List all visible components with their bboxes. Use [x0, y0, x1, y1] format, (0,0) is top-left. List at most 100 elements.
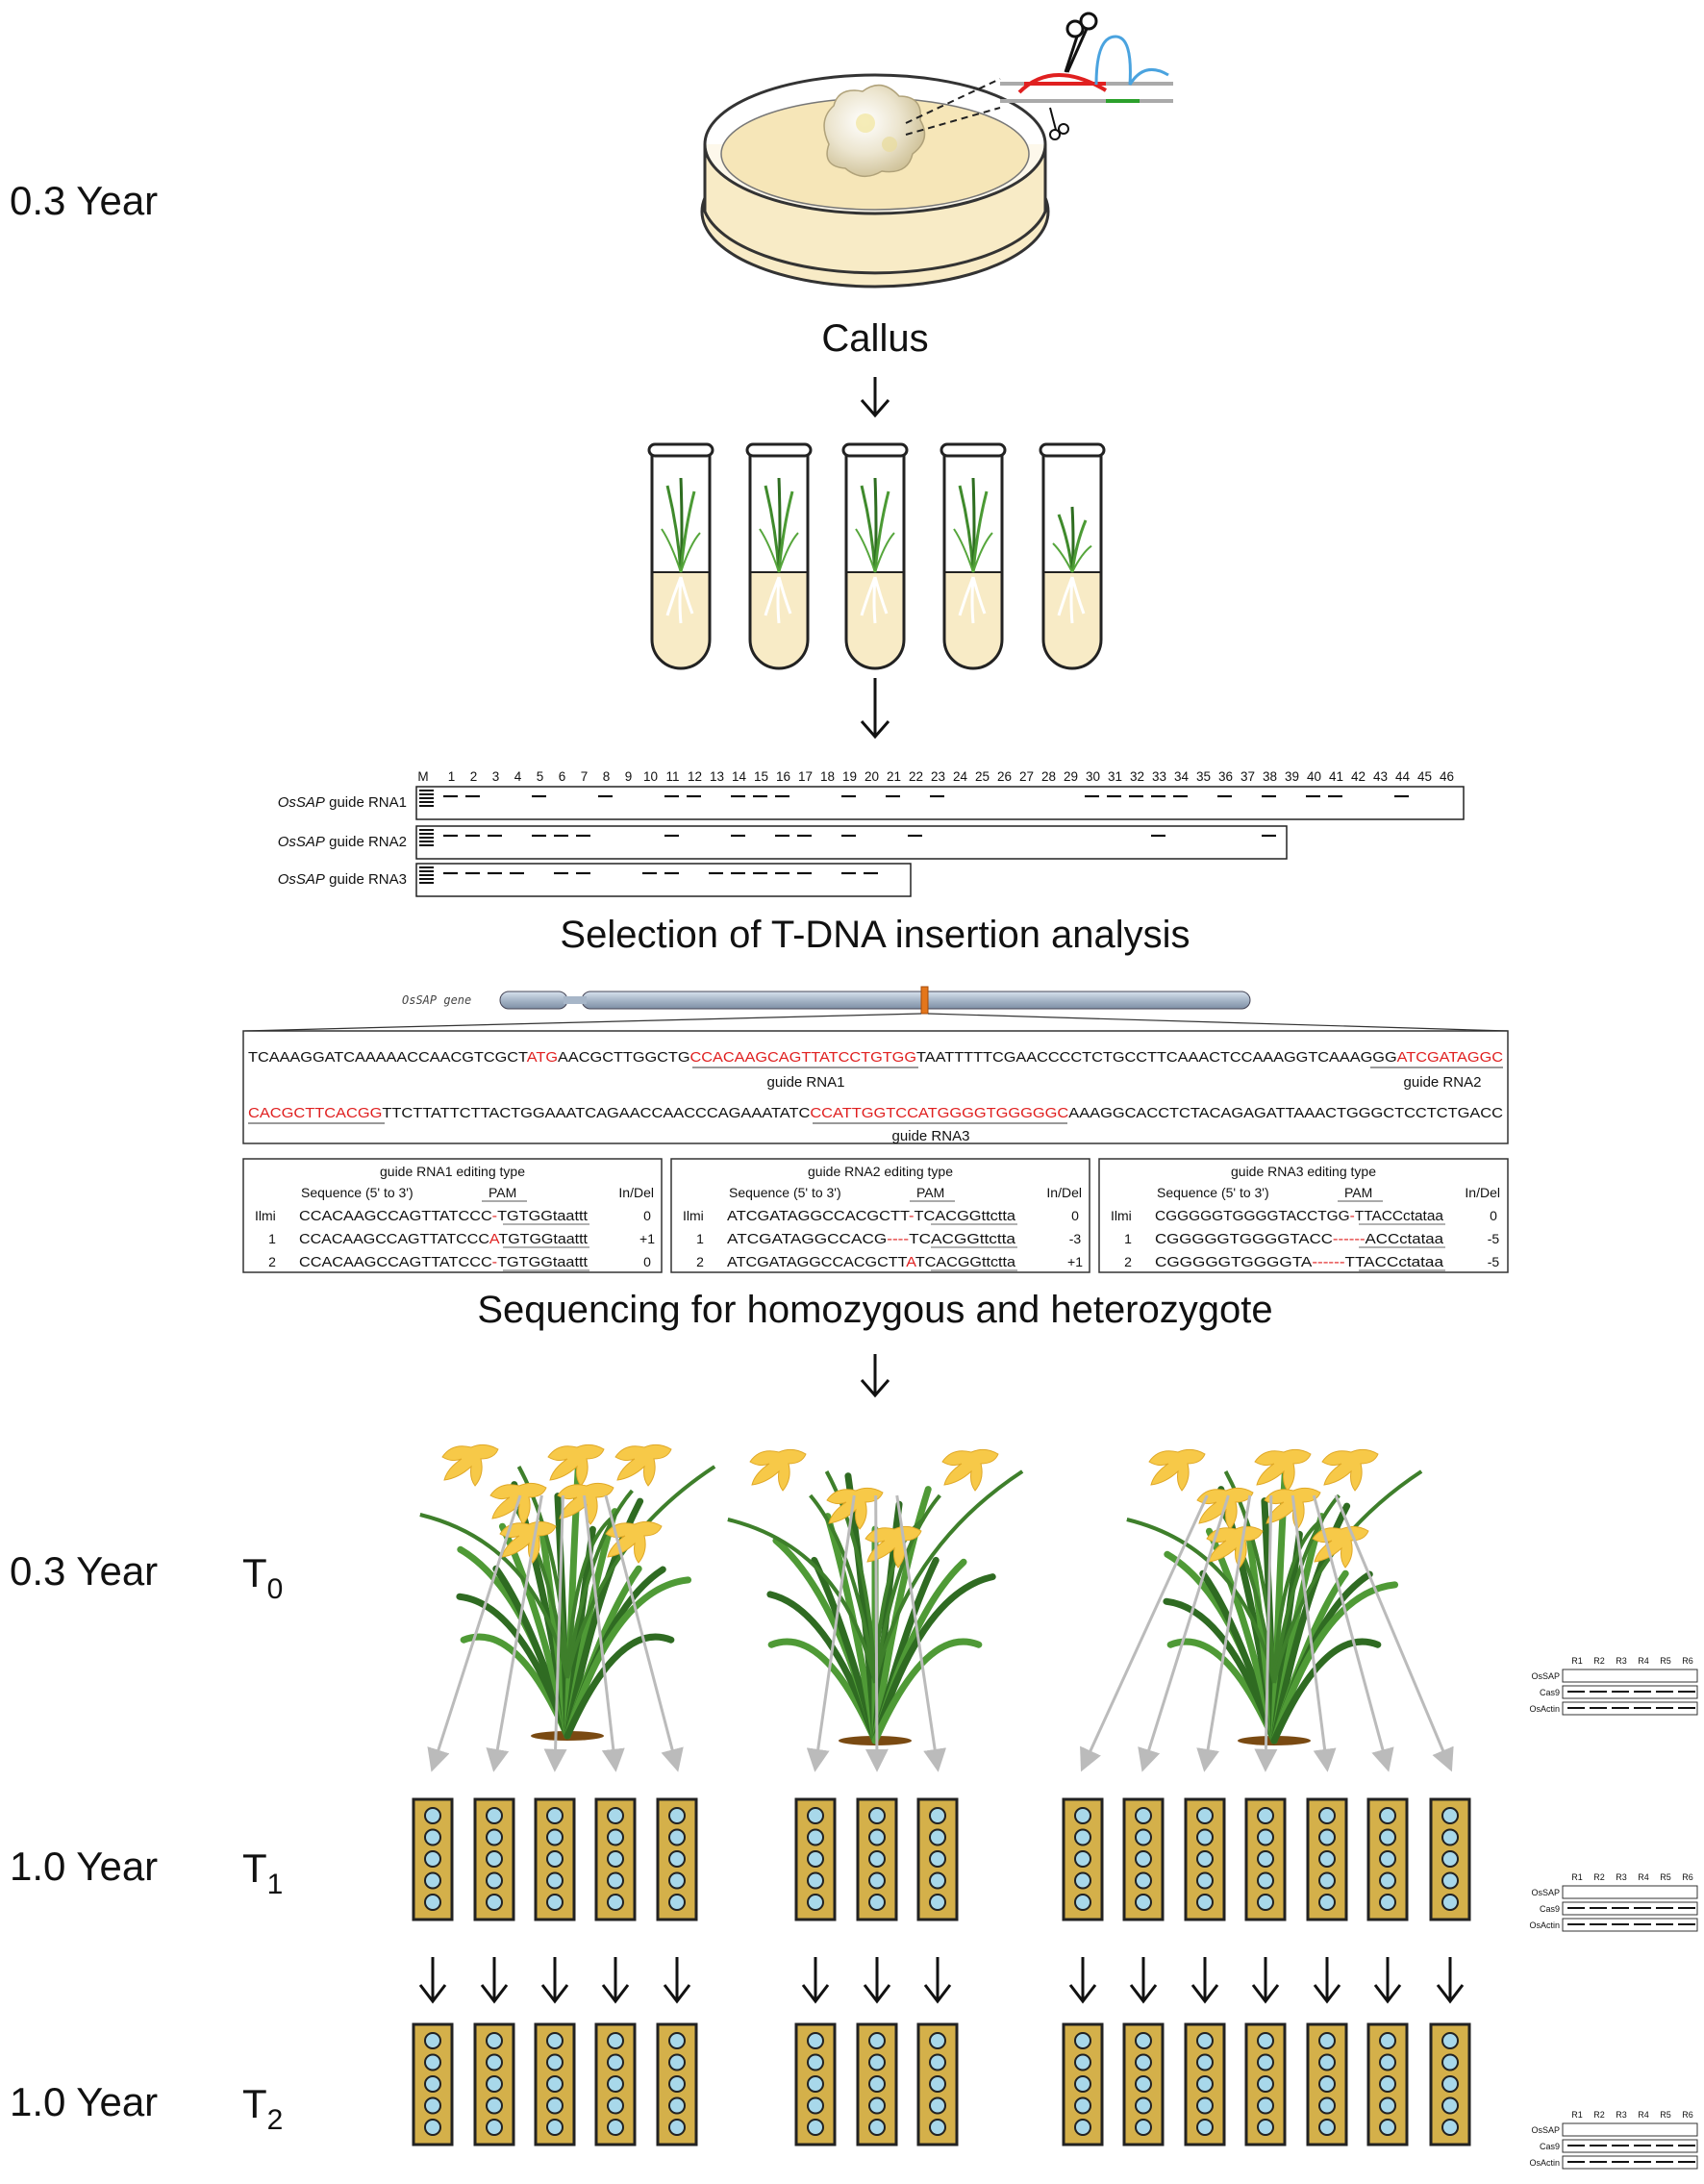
arrow-callus-to-tubes	[860, 377, 890, 418]
arrow-t1-to-t2	[1129, 1957, 1158, 2004]
seed-well	[1074, 1894, 1091, 1911]
seed-panel	[1062, 1797, 1104, 1921]
panicle	[865, 1525, 922, 1569]
seed-well	[546, 1871, 564, 1890]
seed-well	[807, 1894, 824, 1911]
sequencing-label: Sequencing for homozygous and heterozygo…	[477, 1289, 1272, 1331]
seed-well	[1196, 2119, 1214, 2136]
gray-arrow	[806, 1494, 856, 1772]
seed-well	[486, 1871, 503, 1890]
seed-panel	[1306, 1797, 1348, 1921]
gel-lane-label: 24	[953, 769, 968, 784]
time-label-t1: 1.0 Year	[10, 1844, 158, 1889]
mini-gel-row-label: OsActin	[1529, 1704, 1560, 1714]
seed-well	[1441, 2053, 1459, 2071]
seed-well	[424, 2075, 441, 2093]
seed-well	[607, 2032, 624, 2049]
seed-well	[424, 1894, 441, 1911]
gel-row-frame	[415, 786, 1465, 820]
gray-arrow	[1254, 1494, 1278, 1772]
arrow-t1-to-t2	[1190, 1957, 1219, 2004]
seed-well	[1135, 2096, 1152, 2115]
seed-well	[1196, 2032, 1214, 2049]
seed-well	[929, 2096, 946, 2115]
gray-arrow	[486, 1494, 543, 1772]
gray-arrow	[1334, 1494, 1454, 1772]
seed-well	[929, 1850, 946, 1868]
seed-well	[807, 1828, 824, 1846]
seed-well	[868, 2075, 886, 2093]
panicle	[441, 1443, 499, 1487]
edit-row-sequence: ATCGATAGGCCACGCTT-TCACGGttctta	[727, 1209, 1016, 1224]
seed-well	[486, 2075, 503, 2093]
mini-gel-lane: R6	[1682, 1656, 1693, 1666]
seed-well	[607, 1871, 624, 1890]
arrow-t1-to-t2	[801, 1957, 830, 2004]
seed-well	[1379, 2053, 1396, 2071]
plant-generations	[412, 1443, 1471, 2146]
arrow-t1-to-t2	[1436, 1957, 1465, 2004]
arrow-seq-to-plants	[860, 1354, 890, 1398]
gel-lane-label: 17	[798, 769, 813, 784]
seed-well	[1257, 1871, 1274, 1890]
gel-lane-label: 15	[754, 769, 768, 784]
edit-row-id: 1	[268, 1231, 276, 1246]
gel-lane-label: 31	[1108, 769, 1122, 784]
col-indel: In/Del	[618, 1185, 654, 1200]
seed-panel	[794, 1797, 837, 1921]
mini-gel-lane: R2	[1593, 2110, 1605, 2120]
mini-gel-lane: R3	[1616, 1872, 1627, 1882]
gen-label-t0: T0	[242, 1550, 283, 1605]
gen-label-t2: T2	[242, 2081, 283, 2136]
seed-well	[1135, 2075, 1152, 2093]
seed-well	[668, 1828, 686, 1846]
time-label-row0: 0.3 Year	[10, 178, 158, 223]
seed-well	[424, 2096, 441, 2115]
seed-well	[486, 1850, 503, 1868]
seed-panel	[656, 2022, 698, 2146]
panicle	[1321, 1448, 1379, 1492]
seed-well	[1257, 1828, 1274, 1846]
seed-well	[1318, 2075, 1336, 2093]
gel-lane-label: 8	[603, 769, 611, 784]
gel-lane-label: 14	[732, 769, 747, 784]
seed-well	[1196, 1807, 1214, 1824]
seed-well	[668, 1894, 686, 1911]
seed-well	[1135, 1828, 1152, 1846]
gel-lane-label: 38	[1263, 769, 1277, 784]
gel-lane-label: 6	[559, 769, 566, 784]
seed-well	[668, 1807, 686, 1824]
test-tube	[647, 442, 714, 670]
seed-well	[424, 1807, 441, 1824]
seed-well	[1074, 1828, 1091, 1846]
seed-well	[1196, 2096, 1214, 2115]
seed-panel	[1244, 1797, 1287, 1921]
gray-arrow	[1196, 1494, 1252, 1772]
seed-well	[486, 1894, 503, 1911]
mini-gel-row-label: OsSAP	[1531, 1671, 1560, 1681]
gel-row: OsSAP guide RNA1	[278, 786, 1465, 820]
seed-panel	[594, 2022, 637, 2146]
mini-gel-lane: R5	[1660, 2110, 1671, 2120]
seed-well	[1318, 2032, 1336, 2049]
time-label-t2: 1.0 Year	[10, 2079, 158, 2124]
gel-lane-label: 39	[1285, 769, 1299, 784]
seed-well	[929, 2053, 946, 2071]
seed-well	[1379, 2032, 1396, 2049]
seed-well	[1135, 1871, 1152, 1890]
col-indel: In/Del	[1465, 1185, 1500, 1200]
seed-well	[868, 2053, 886, 2071]
seed-well	[1257, 1807, 1274, 1824]
seed-well	[1441, 2075, 1459, 2093]
seed-well	[546, 1894, 564, 1911]
seed-well	[486, 2053, 503, 2071]
seed-well	[868, 1850, 886, 1868]
seed-panel	[1366, 2022, 1409, 2146]
col-pam: PAM	[489, 1185, 516, 1200]
seed-well	[486, 1807, 503, 1824]
selection-label: Selection of T-DNA insertion analysis	[560, 914, 1190, 956]
seed-well	[807, 1850, 824, 1868]
seed-well	[668, 1850, 686, 1868]
